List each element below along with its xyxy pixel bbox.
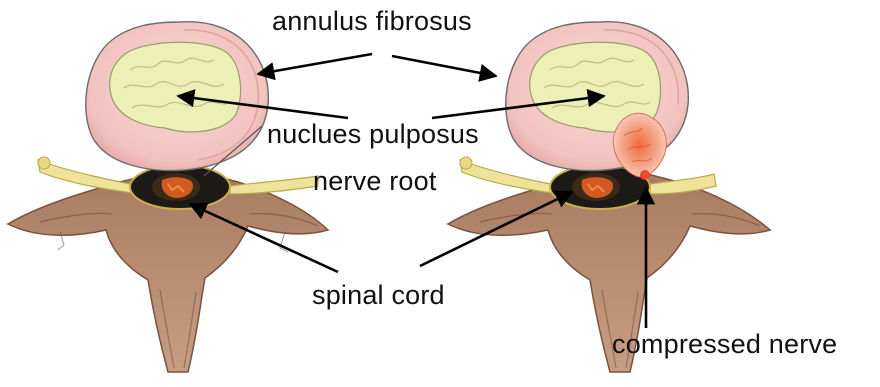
right-disc xyxy=(506,22,689,180)
left-vertebra xyxy=(8,22,328,372)
left-spinal-canal xyxy=(130,165,230,209)
label-annulus-fibrosus: annulus fibrosus xyxy=(272,8,472,35)
right-vertebra xyxy=(448,22,770,372)
label-nucleus-pulposus: nuclues pulposus xyxy=(267,121,479,148)
arrow-annulus-left xyxy=(258,54,372,74)
label-compressed-nerve: compressed nerve xyxy=(612,331,837,358)
label-nerve-root: nerve root xyxy=(313,168,437,195)
arrow-annulus-right xyxy=(392,56,496,76)
label-spinal-cord: spinal cord xyxy=(312,282,445,309)
left-disc xyxy=(86,22,269,171)
